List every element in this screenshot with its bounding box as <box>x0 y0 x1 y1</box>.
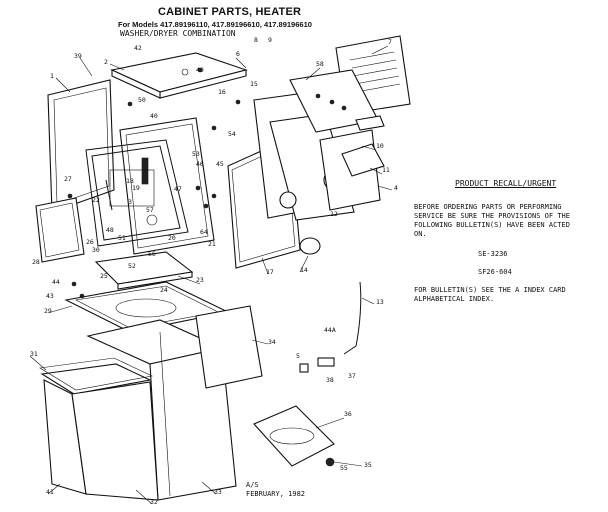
callout-51: 51 <box>118 234 126 242</box>
callout-53: 53 <box>192 150 200 158</box>
inner-frame-part <box>85 139 189 247</box>
diagram-title: CABINET PARTS, HEATER <box>158 6 302 18</box>
callout-54: 54 <box>228 130 236 138</box>
callout-13: 13 <box>376 298 384 306</box>
callout-8: 8 <box>254 36 258 44</box>
callout-36: 36 <box>344 410 352 418</box>
bulletin-number: SF26-604 <box>478 268 512 276</box>
callout-6: 6 <box>236 50 240 58</box>
callout-33: 33 <box>214 488 222 496</box>
callout-57: 57 <box>146 206 154 214</box>
model-numbers: For Models 417.89196110, 417.89196610, 4… <box>118 20 312 29</box>
callout-21: 21 <box>208 240 216 248</box>
base-tray-part <box>94 251 194 290</box>
callout-45: 45 <box>216 160 224 168</box>
callout-10: 10 <box>376 142 384 150</box>
footer-date: FEBRUARY, 1982 <box>246 490 306 498</box>
diagram-subtitle: WASHER/DRYER COMBINATION <box>120 29 236 38</box>
left-side-panel-part <box>47 79 115 213</box>
callout-32: 32 <box>150 498 158 506</box>
callout-22: 22 <box>92 196 100 204</box>
callout-labels: 1 2 3 4 5 6 7 8 9 10 11 12 13 14 15 16 1… <box>30 36 398 506</box>
callout-64: 64 <box>200 228 208 236</box>
callout-46: 46 <box>196 160 204 168</box>
leader-lines <box>29 45 393 505</box>
callout-28: 28 <box>32 258 40 266</box>
recall-line: SERVICE BE SURE THE PROVISIONS OF THE <box>414 212 570 220</box>
callout-12: 12 <box>330 210 338 218</box>
callout-31: 31 <box>30 350 38 358</box>
callout-26: 26 <box>86 238 94 246</box>
recall-line: FOLLOWING BULLETIN(S) HAVE BEEN ACTED <box>414 221 570 229</box>
callout-5: 5 <box>296 352 300 360</box>
callout-43: 43 <box>46 292 54 300</box>
callout-7: 7 <box>388 38 392 46</box>
callout-19: 19 <box>132 184 140 192</box>
index-note-line: FOR BULLETIN(S) SEE THE A INDEX CARD <box>414 286 566 294</box>
callout-15: 15 <box>250 80 258 88</box>
callout-23: 23 <box>196 276 204 284</box>
fitting-part <box>299 357 335 373</box>
footer-code: A/S <box>246 481 259 489</box>
callout-4: 4 <box>394 184 398 192</box>
recall-heading: PRODUCT RECALL/URGENT <box>455 179 557 188</box>
callout-9: 9 <box>268 36 272 44</box>
callout-2: 2 <box>104 58 108 66</box>
callout-30: 30 <box>92 246 100 254</box>
callout-52: 52 <box>128 262 136 270</box>
round-cover-part <box>299 237 321 255</box>
callout-47: 47 <box>174 185 182 193</box>
callout-14: 14 <box>300 266 308 274</box>
back-panel-part <box>109 117 215 255</box>
callout-40: 40 <box>150 112 158 120</box>
top-cover-part <box>110 52 248 99</box>
callout-20: 20 <box>168 234 176 242</box>
small-door-part <box>35 197 85 263</box>
callout-48: 48 <box>106 226 114 234</box>
callout-58: 58 <box>316 60 324 68</box>
callout-38: 38 <box>326 376 334 384</box>
index-note-line: ALPHABETICAL INDEX. <box>414 295 495 303</box>
callout-18: 18 <box>126 177 134 185</box>
callout-44: 44 <box>52 278 60 286</box>
fasteners <box>67 67 241 299</box>
callout-34: 34 <box>268 338 276 346</box>
callout-3: 3 <box>128 198 132 206</box>
base-pan-part <box>253 405 335 467</box>
right-side-panel-part <box>195 305 263 389</box>
callout-44a: 44A <box>324 326 336 334</box>
recall-line: BEFORE ORDERING PARTS OR PERFORMING <box>414 203 562 211</box>
callout-42: 42 <box>134 44 142 52</box>
callout-56: 56 <box>148 250 156 258</box>
callout-11: 11 <box>382 166 390 174</box>
callout-35: 35 <box>364 461 372 469</box>
callout-1: 1 <box>50 72 54 80</box>
callout-39: 39 <box>74 52 82 60</box>
callout-49: 49 <box>196 66 204 74</box>
callout-55: 55 <box>340 464 348 472</box>
bulletin-number: SE-3236 <box>478 250 508 258</box>
callout-17: 17 <box>266 268 274 276</box>
callout-24: 24 <box>160 286 168 294</box>
callout-27: 27 <box>64 175 72 183</box>
callout-37: 37 <box>348 372 356 380</box>
callout-29: 29 <box>44 307 52 315</box>
callout-50: 50 <box>138 96 146 104</box>
callout-16: 16 <box>218 88 226 96</box>
recall-line: ON. <box>414 230 427 238</box>
duct-part <box>341 115 385 177</box>
hose-part <box>343 281 362 355</box>
callout-25: 25 <box>100 272 108 280</box>
